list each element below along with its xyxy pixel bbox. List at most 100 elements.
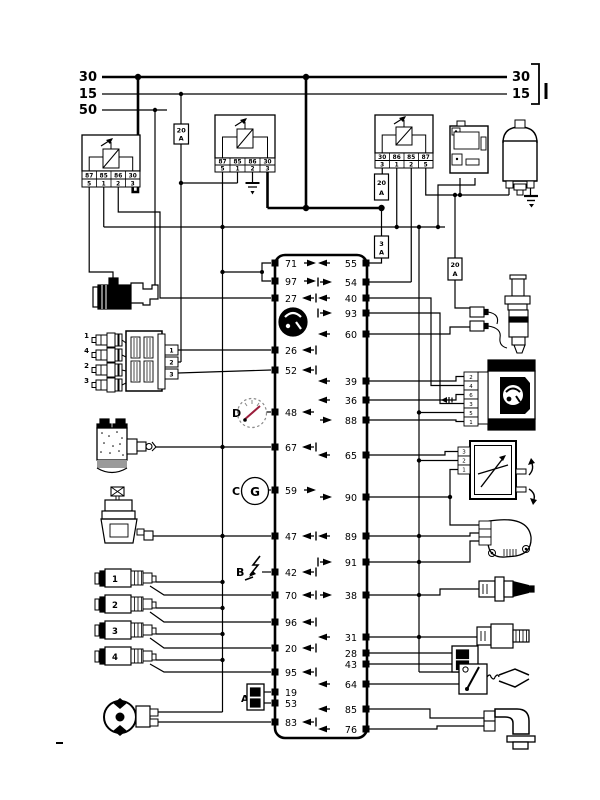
- box: [94, 572, 100, 585]
- ecu-pin-label-91: 91: [345, 558, 357, 569]
- box: [99, 596, 106, 613]
- wire-95: [149, 663, 271, 673]
- label: 30: [378, 155, 386, 161]
- label: 85: [233, 160, 241, 166]
- wire-96: [149, 611, 271, 623]
- box: [494, 576, 505, 602]
- wire-70: [149, 585, 271, 596]
- junction-dot: [416, 634, 422, 640]
- circle: [522, 545, 530, 553]
- box: [106, 347, 116, 363]
- label: 3: [379, 240, 384, 248]
- label: 1: [235, 167, 239, 173]
- ecu-pin-95: [271, 668, 279, 676]
- label: 3: [169, 372, 173, 379]
- bus-label-15-left: 15: [79, 87, 97, 102]
- air-temp-connector: [483, 710, 496, 722]
- label: 1: [102, 182, 106, 188]
- ecu-pin-90: [362, 493, 370, 501]
- injector-2: [104, 594, 132, 614]
- box: [114, 333, 119, 347]
- ecu-pin-label-55: 55: [345, 259, 357, 270]
- gauge-needle: [243, 405, 261, 421]
- box: [142, 624, 153, 636]
- arrow-head: [318, 396, 327, 404]
- injector-3: [104, 620, 132, 640]
- shape: [487, 325, 508, 349]
- ecu-pin-label-70: 70: [285, 591, 297, 602]
- ecu-pin-label-28: 28: [345, 649, 357, 660]
- label: A: [179, 135, 184, 143]
- ecu-pin-label-67: 67: [285, 443, 297, 454]
- ecu-pin-label-39: 39: [345, 377, 357, 388]
- shape: [399, 116, 406, 122]
- box: [95, 379, 108, 391]
- box: [91, 367, 97, 373]
- arrow-head: [302, 591, 311, 599]
- ecu-pin-31: [362, 633, 370, 641]
- ecu-pin-83: [271, 718, 279, 726]
- canister-cap: [99, 418, 110, 425]
- box: [94, 598, 100, 611]
- ecu-pin-label-47: 47: [285, 532, 297, 543]
- shape: [498, 678, 530, 688]
- inertia-switch: [458, 663, 488, 695]
- shape: [240, 118, 247, 124]
- junction-dot: [416, 592, 422, 598]
- ecu-pin-47: [271, 532, 279, 540]
- box: [115, 418, 126, 425]
- fuse-3a: [373, 235, 390, 259]
- label: 2: [469, 375, 473, 381]
- box: [514, 119, 526, 129]
- ecu-pin-54: [362, 278, 370, 286]
- arrow-head: [302, 532, 311, 540]
- label: A: [379, 249, 384, 257]
- afm-pin-1: [463, 416, 479, 427]
- box: [106, 377, 116, 393]
- ecu-pin-38: [362, 591, 370, 599]
- box: [511, 336, 526, 346]
- ecu-pin-label-27: 27: [285, 294, 297, 305]
- arrow-head: [318, 294, 327, 302]
- wire: [244, 402, 248, 407]
- temp-sensor-2: [476, 626, 492, 646]
- box: [151, 601, 157, 609]
- shape: [515, 395, 521, 403]
- label: 86: [114, 174, 122, 180]
- box: [99, 570, 106, 587]
- junction-dot: [220, 605, 225, 611]
- wire: [477, 464, 509, 475]
- box: [515, 486, 527, 493]
- box: [151, 627, 157, 635]
- label: 1: [462, 468, 466, 474]
- box: [130, 360, 141, 383]
- ecu-pin-91: [362, 558, 370, 566]
- ecu-pin-label-88: 88: [345, 416, 357, 427]
- box: [512, 741, 529, 750]
- arrow-head: [323, 278, 332, 286]
- shape: [151, 441, 157, 452]
- wire-38: [369, 588, 479, 596]
- module-wire: [437, 178, 476, 227]
- ecu-pin-label-60: 60: [345, 330, 357, 341]
- box: [483, 322, 489, 330]
- box: [106, 332, 116, 348]
- gauge-icon: [236, 397, 268, 429]
- wire-52: [177, 369, 272, 374]
- ecu-pin-19: [271, 688, 279, 696]
- box: [455, 649, 470, 660]
- box: [99, 648, 106, 665]
- label: 1: [395, 162, 399, 168]
- ecu-pin-label-65: 65: [345, 451, 357, 462]
- ecu-pin-97: [271, 277, 279, 285]
- box: [118, 378, 123, 392]
- box: [99, 622, 106, 639]
- junction-dot: [447, 494, 453, 500]
- box: [516, 189, 524, 196]
- arrow-head: [307, 259, 316, 267]
- box: [503, 580, 514, 598]
- ecu-pin-59: [271, 486, 279, 494]
- ecu-pin-label-36: 36: [345, 396, 357, 407]
- arrow-head: [323, 493, 332, 501]
